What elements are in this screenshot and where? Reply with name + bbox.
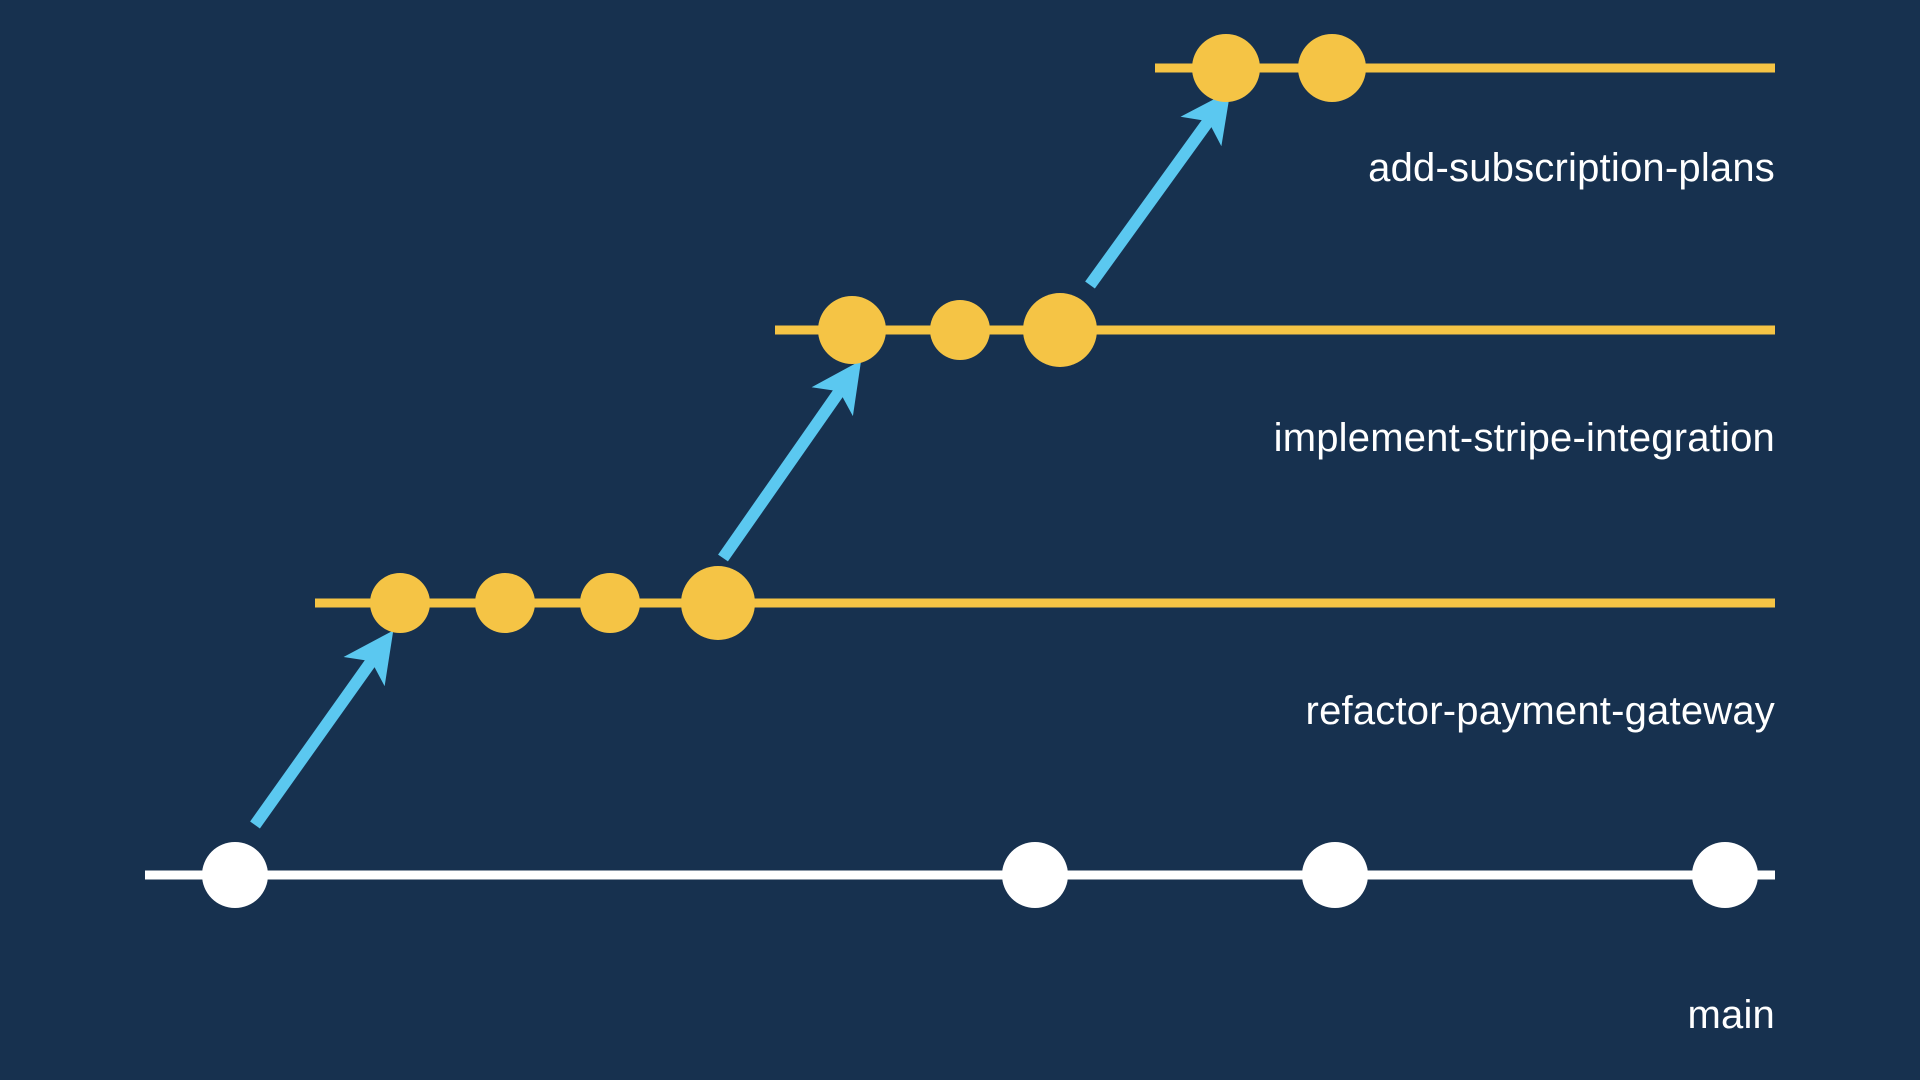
commit-node[interactable] [202,842,268,908]
branch-arrows-group [250,90,1231,829]
commit-node[interactable] [1692,842,1758,908]
commit-node[interactable] [1002,842,1068,908]
branch-label-refactor-payment-gateway: refactor-payment-gateway [1305,689,1775,733]
arrow-stripe-to-subscription [1085,90,1231,289]
arrow-main-to-refactor [250,630,394,829]
commit-node[interactable] [930,300,990,360]
branch-label-implement-stripe-integration: implement-stripe-integration [1273,416,1775,460]
commit-node[interactable] [681,566,755,640]
commit-node[interactable] [1023,293,1097,367]
branch-label-add-subscription-plans: add-subscription-plans [1368,146,1775,190]
commit-node[interactable] [370,573,430,633]
commit-node[interactable] [1192,34,1260,102]
commit-node[interactable] [1298,34,1366,102]
commit-node[interactable] [580,573,640,633]
branch-label-main: main [1687,993,1775,1037]
arrow-refactor-to-stripe [718,360,862,562]
commit-node[interactable] [475,573,535,633]
commit-node[interactable] [818,296,886,364]
commit-nodes-group [202,34,1758,908]
commit-node[interactable] [1302,842,1368,908]
